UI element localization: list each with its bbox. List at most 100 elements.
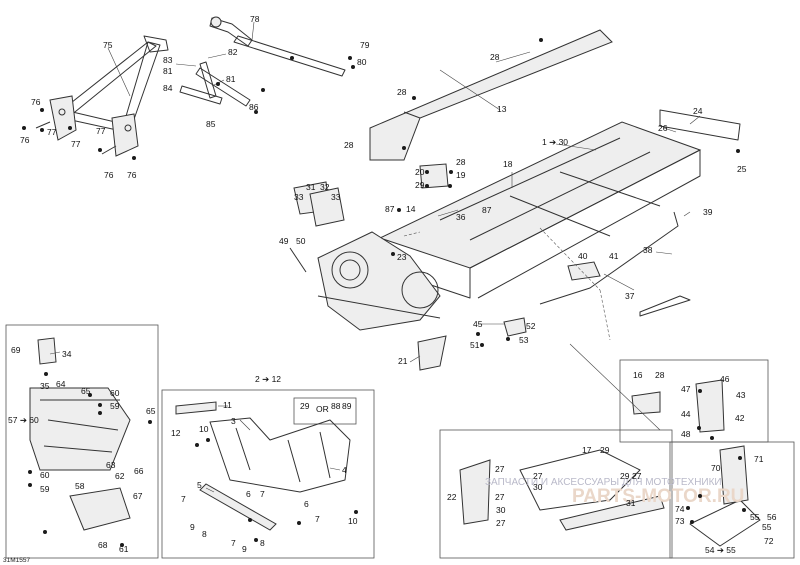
callout-label: 9 — [242, 544, 247, 554]
fastener-bullet — [476, 332, 480, 336]
callout-label: 16 — [633, 370, 643, 380]
callout-label: 58 — [75, 481, 85, 491]
callout-label: 7 — [181, 494, 186, 504]
callout-label: 54 ➔ 55 — [705, 545, 736, 555]
callout-label: 29 — [300, 401, 310, 411]
callout-label: 39 — [703, 207, 713, 217]
fastener-bullet — [195, 443, 199, 447]
callout-label: 23 — [397, 252, 407, 262]
fastener-bullet — [98, 411, 102, 415]
callout-label: 89 — [342, 401, 352, 411]
callout-label: 8 — [202, 529, 207, 539]
callout-label: 81 — [163, 66, 173, 76]
callout-label: 27 — [533, 471, 543, 481]
callout-label: 46 — [720, 374, 730, 384]
callout-label: 29 — [415, 180, 425, 190]
tunnel-cover-panel — [369, 29, 613, 161]
fastener-bullet — [254, 110, 258, 114]
callout-label: 64 — [56, 379, 66, 389]
callout-label: 53 — [519, 335, 529, 345]
callout-label: 38 — [643, 245, 653, 255]
fastener-bullet — [354, 510, 358, 514]
callout-label: 47 — [681, 384, 691, 394]
callout-label: 28 — [344, 140, 354, 150]
callout-label: 52 — [526, 321, 536, 331]
callout-label: 35 — [40, 381, 50, 391]
callout-label: 76 — [31, 97, 41, 107]
callout-label: 29 — [600, 445, 610, 455]
callout-label: 55 — [750, 512, 760, 522]
callout-label: 19 — [456, 170, 466, 180]
fastener-bullet — [216, 82, 220, 86]
callout-label: 33 — [294, 192, 304, 202]
diagram-code: 31M1557 — [3, 557, 30, 564]
callout-label: 66 — [134, 466, 144, 476]
callout-label: 8 — [260, 538, 265, 548]
callout-label: 83 — [163, 55, 173, 65]
callout-label: 30 — [496, 505, 506, 515]
callout-label: 75 — [103, 40, 113, 50]
callout-label: 34 — [62, 349, 72, 359]
callout-label: 87 — [385, 204, 395, 214]
fastener-bullet — [698, 494, 702, 498]
callout-label: 27 — [495, 492, 505, 502]
fastener-bullet — [68, 126, 72, 130]
fastener-bullet — [206, 438, 210, 442]
callout-label: 73 — [675, 516, 685, 526]
fastener-bullet — [43, 530, 47, 534]
callout-label: 85 — [206, 119, 216, 129]
callout-label: 70 — [711, 463, 721, 473]
callout-label: 55 — [762, 522, 772, 532]
fastener-bullet — [397, 208, 401, 212]
callout-label: 17 — [582, 445, 592, 455]
callout-label: 59 — [40, 484, 50, 494]
callout-label: 76 — [127, 170, 137, 180]
fastener-bullet — [412, 96, 416, 100]
fastener-bullet — [480, 343, 484, 347]
callout-label: 67 — [133, 491, 143, 501]
rear-suspension-frame — [35, 35, 169, 157]
fastener-bullet — [425, 184, 429, 188]
fastener-bullet — [539, 38, 543, 42]
callout-label: 74 — [675, 504, 685, 514]
fastener-bullet — [738, 456, 742, 460]
callout-label: 3 — [231, 416, 236, 426]
callout-label: 28 — [655, 370, 665, 380]
fastener-bullet — [254, 538, 258, 542]
callout-label: 69 — [11, 345, 21, 355]
callout-label: 12 — [171, 428, 181, 438]
fastener-bullet — [98, 148, 102, 152]
callout-label: 77 — [71, 139, 81, 149]
fastener-bullet — [40, 108, 44, 112]
fastener-bullet — [28, 483, 32, 487]
callout-label: 60 — [110, 388, 120, 398]
callout-label: 77 — [96, 126, 106, 136]
callout-label: 77 — [47, 127, 57, 137]
callout-label: 68 — [98, 540, 108, 550]
callout-label: 6 — [246, 489, 251, 499]
inset-header-2-12: 2 ➔ 12 — [255, 374, 281, 384]
callout-label: 28 — [397, 87, 407, 97]
callout-label: 28 — [490, 52, 500, 62]
fastener-bullet — [348, 56, 352, 60]
callout-label: 28 — [456, 157, 466, 167]
callout-label: 25 — [737, 164, 747, 174]
fastener-bullet — [290, 56, 294, 60]
watermark-text: ЗАПЧАСТИ И АКСЕССУАРЫ ДЛЯ МОТОТЕХНИКИ — [485, 477, 722, 488]
callout-label: 87 — [482, 205, 492, 215]
callout-label: 24 — [693, 106, 703, 116]
fastener-bullet — [506, 337, 510, 341]
callout-label: 10 — [199, 424, 209, 434]
callout-label: 27 — [632, 471, 642, 481]
callout-label: 36 — [456, 212, 466, 222]
main-brackets — [289, 163, 601, 371]
callout-label: 82 — [228, 47, 238, 57]
callout-label: 27 — [495, 464, 505, 474]
fastener-bullet — [736, 149, 740, 153]
callout-label: 61 — [119, 544, 129, 554]
steering-linkage — [179, 16, 346, 107]
callout-label: 50 — [296, 236, 306, 246]
callout-label: 7 — [231, 538, 236, 548]
callout-label: 21 — [398, 356, 408, 366]
